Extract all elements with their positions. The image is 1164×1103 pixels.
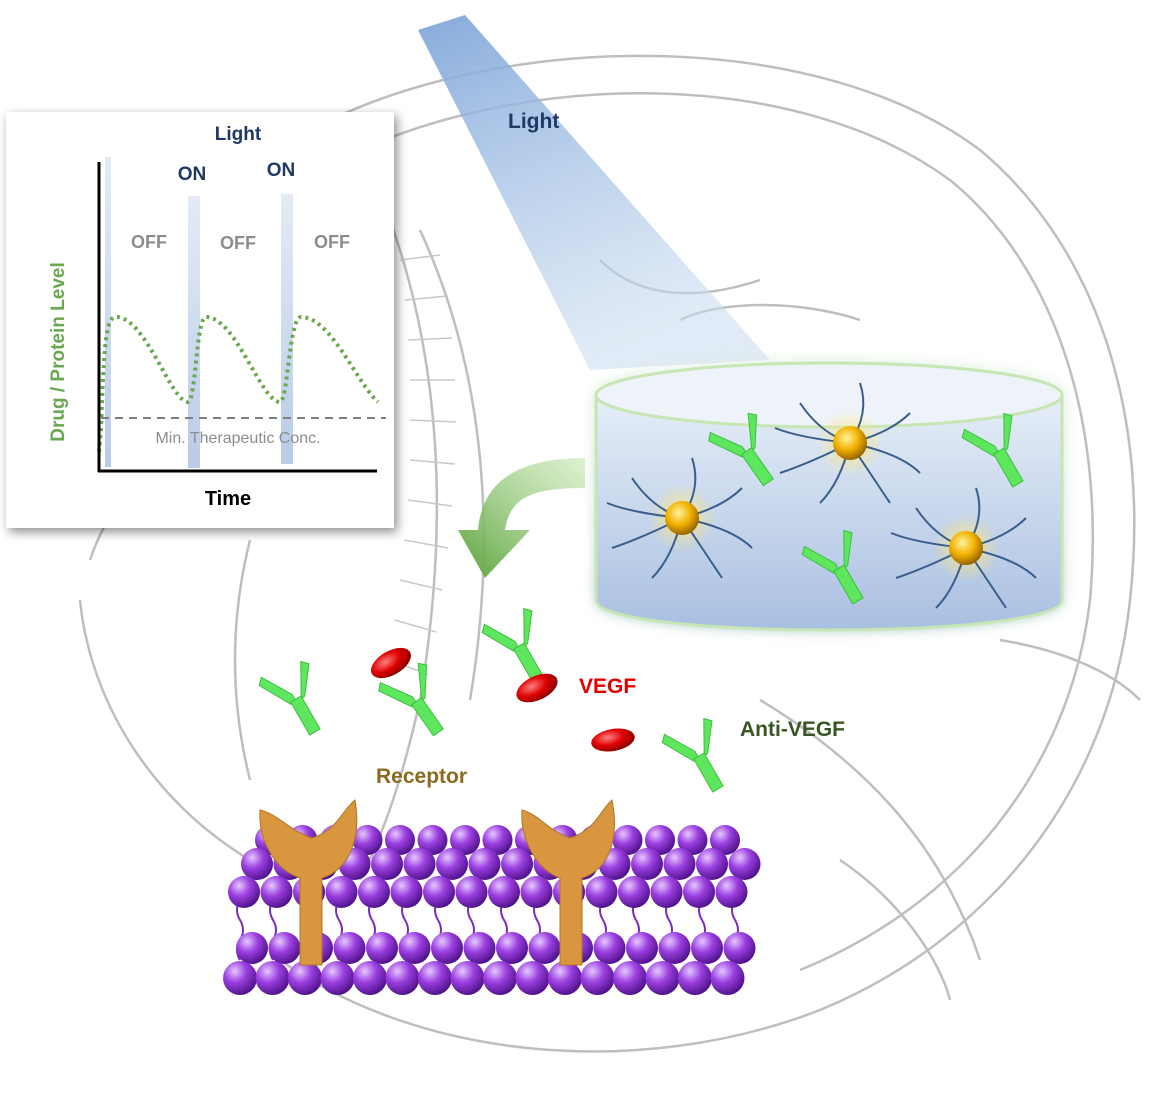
- lipid-head: [260, 876, 293, 908]
- light-on-band: [188, 196, 200, 468]
- lipid-head: [580, 961, 615, 995]
- lipid-head: [450, 961, 485, 995]
- on-label-2: ON: [267, 160, 296, 181]
- lipid-head: [650, 876, 683, 908]
- lipid-head: [593, 932, 626, 964]
- lipid-head: [691, 932, 723, 964]
- lipid-head: [496, 932, 528, 964]
- light-response-plot: Light ON ON OFF OFF OFF Min. Therapeutic…: [6, 112, 394, 528]
- lipid-head: [501, 848, 533, 880]
- lipid-head: [371, 848, 403, 880]
- lipid-head: [353, 961, 387, 995]
- light-on-band: [281, 194, 293, 464]
- lipid-head: [482, 825, 513, 855]
- light-on-band: [105, 157, 111, 467]
- lipid-head: [236, 932, 268, 964]
- nanoparticle: [890, 487, 1037, 609]
- lipid-head: [585, 876, 618, 908]
- lipid-head: [631, 848, 663, 880]
- lipid-head: [223, 961, 257, 995]
- lipid-head: [618, 876, 650, 908]
- lipid-head: [352, 825, 383, 855]
- lipid-head: [696, 848, 728, 880]
- lipid-head: [645, 825, 675, 855]
- lipid-head: [663, 848, 696, 880]
- x-axis-label: Time: [205, 488, 251, 510]
- lipid-head: [728, 848, 761, 880]
- y-axis-label: Drug / Protein Level: [48, 262, 69, 441]
- lipid-head: [228, 876, 260, 908]
- plot-svg: Light ON ON OFF OFF OFF Min. Therapeutic…: [48, 124, 386, 510]
- lipid-head: [450, 825, 480, 855]
- vegf-molecule: [591, 728, 635, 752]
- lipid-head: [528, 932, 561, 964]
- off-label-1: OFF: [131, 232, 167, 252]
- lipid-head: [613, 961, 647, 995]
- lipid-head: [683, 876, 715, 908]
- lipid-head: [548, 961, 582, 995]
- receptor: [259, 799, 358, 966]
- lipid-head: [418, 961, 452, 995]
- light-beam-label: Light: [508, 110, 559, 133]
- lipid-head: [333, 932, 366, 964]
- antibody: [255, 652, 341, 745]
- lipid-head: [255, 961, 290, 995]
- lipid-head: [468, 848, 501, 880]
- vegf-molecule: [516, 673, 558, 703]
- lipid-head: [626, 932, 658, 964]
- lipid-head: [398, 932, 431, 964]
- lipid-head: [710, 825, 740, 855]
- lipid-head: [417, 825, 448, 855]
- threshold-label: Min. Therapeutic Conc.: [155, 430, 320, 447]
- nanoparticle: [774, 382, 921, 504]
- lipid-head: [358, 876, 390, 908]
- lipid-head: [436, 848, 468, 880]
- receptor: [521, 799, 615, 966]
- lipid-head: [723, 932, 756, 964]
- lipid-head: [488, 876, 520, 908]
- release-arrow: [458, 458, 585, 578]
- lipid-head: [483, 961, 517, 995]
- lipid-head: [288, 961, 322, 995]
- lipid-head: [320, 961, 355, 995]
- lipid-head: [715, 876, 748, 908]
- lipid-head: [385, 825, 415, 855]
- lipid-head: [385, 961, 420, 995]
- drug-level-curve: [97, 314, 380, 453]
- lipid-head: [645, 961, 680, 995]
- eye-outline-drawing: [78, 54, 1141, 1053]
- lipid-head: [455, 876, 488, 908]
- off-label-3: OFF: [314, 232, 350, 252]
- anti-vegf-label: Anti-VEGF: [740, 718, 845, 741]
- lipid-head: [390, 876, 423, 908]
- lipid-head: [612, 825, 643, 855]
- light-beam: [418, 15, 770, 370]
- lipid-head: [658, 932, 691, 964]
- lipid-head: [241, 848, 273, 880]
- light-header: Light: [215, 124, 262, 145]
- lipid-head: [678, 961, 712, 995]
- vegf-molecule: [371, 647, 411, 679]
- receptor-label: Receptor: [376, 765, 467, 788]
- lipid-head: [463, 932, 496, 964]
- lipid-head: [403, 848, 436, 880]
- lipid-head: [520, 876, 553, 908]
- lipid-head: [431, 932, 463, 964]
- on-label-1: ON: [178, 164, 207, 185]
- lipid-head: [423, 876, 455, 908]
- lipid-head: [268, 932, 301, 964]
- lipid-head: [515, 961, 550, 995]
- lipid-head: [677, 825, 708, 855]
- vegf-label: VEGF: [579, 675, 636, 698]
- off-label-2: OFF: [220, 233, 256, 253]
- lipid-head: [710, 961, 745, 995]
- eye-ciliary-lines: [387, 254, 457, 675]
- lipid-head: [325, 876, 358, 908]
- lipid-head: [366, 932, 398, 964]
- antibody: [658, 709, 744, 802]
- nanoparticle: [606, 457, 753, 579]
